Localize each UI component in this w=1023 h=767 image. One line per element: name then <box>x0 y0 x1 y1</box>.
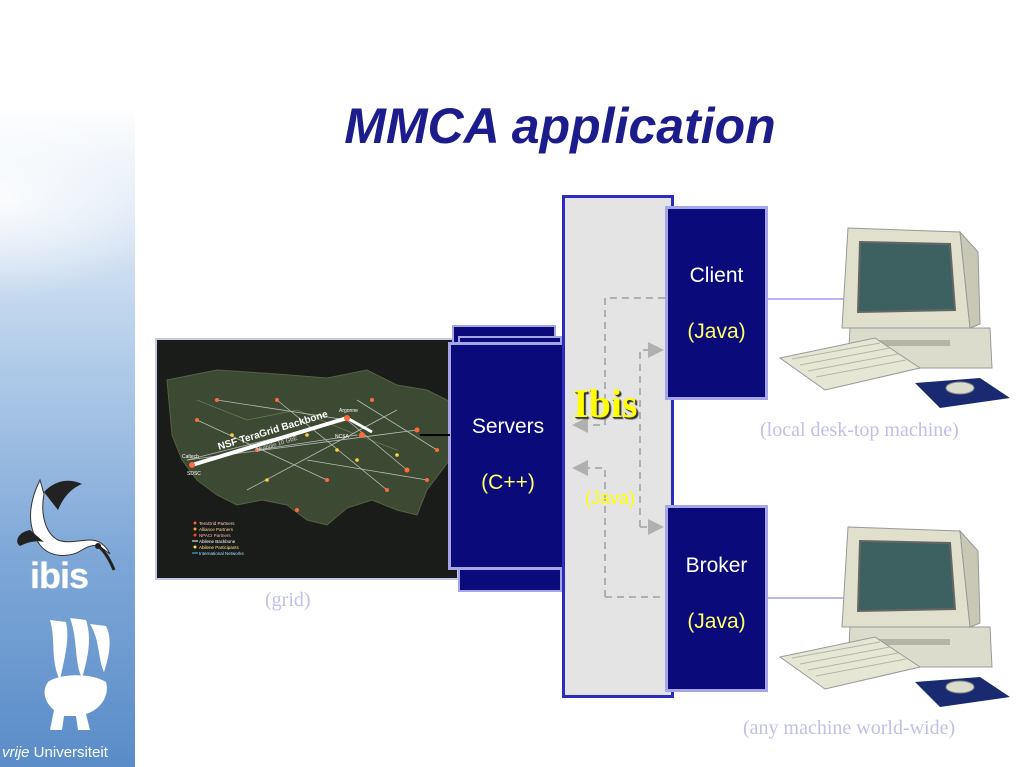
ibis-middleware-column <box>562 195 674 698</box>
ibis-logo-text: ibis <box>30 555 89 596</box>
slide-title: MMCA application <box>344 98 776 154</box>
teragrid-map: NSF TeraGrid Backbone Multiple 10 GbE Ca… <box>155 338 459 580</box>
client-to-servers-arrow <box>572 297 665 433</box>
legend-item: International Networks <box>199 551 245 556</box>
city-label: Argonne <box>339 408 358 414</box>
desktop-computer-icon <box>778 526 1010 707</box>
us-map-graphic: NSF TeraGrid Backbone Multiple 10 GbE Ca… <box>157 340 457 578</box>
broker-machine-caption: (any machine world-wide) <box>743 717 956 739</box>
city-label: Caltech <box>182 454 199 460</box>
ibis-bird-icon <box>17 478 116 571</box>
griffin-logo-icon <box>44 618 110 730</box>
desktop-computer-icon <box>778 227 1010 408</box>
legend-item: TeraGrid Partners <box>199 521 235 526</box>
city-label: SDSC <box>187 471 201 477</box>
ibis-to-client-arrow <box>639 342 664 527</box>
broker-label: Broker <box>685 554 748 577</box>
client-machine-caption: (local desk-top machine) <box>760 419 959 441</box>
legend-item: Alliance Partners <box>199 527 234 532</box>
university-suffix: Universiteit <box>29 744 108 761</box>
servers-lang: (C++) <box>481 471 535 494</box>
broker-lang: (Java) <box>687 610 746 633</box>
legend-item: NPACI Partners <box>199 533 231 538</box>
ibis-lang: (Java) <box>585 488 636 508</box>
client-lang: (Java) <box>687 320 746 343</box>
ibis-label: Ibis <box>573 381 638 426</box>
university-name: vrije Universiteit <box>2 744 108 761</box>
sidebar-highlight <box>0 100 180 300</box>
legend-item: Abilene Participants <box>199 545 240 550</box>
broker-box: Broker (Java) <box>665 505 768 692</box>
grid-caption: (grid) <box>265 589 311 611</box>
broker-to-servers-arrow <box>572 460 606 597</box>
legend-item: Abilene Backbone <box>199 539 236 544</box>
servers-label: Servers <box>471 415 545 438</box>
client-label: Client <box>689 264 744 287</box>
university-prefix: vrije <box>2 744 30 761</box>
city-label: NCSA <box>335 434 350 440</box>
servers-box: Servers (C++) <box>448 342 568 570</box>
client-box: Client (Java) <box>665 206 768 400</box>
